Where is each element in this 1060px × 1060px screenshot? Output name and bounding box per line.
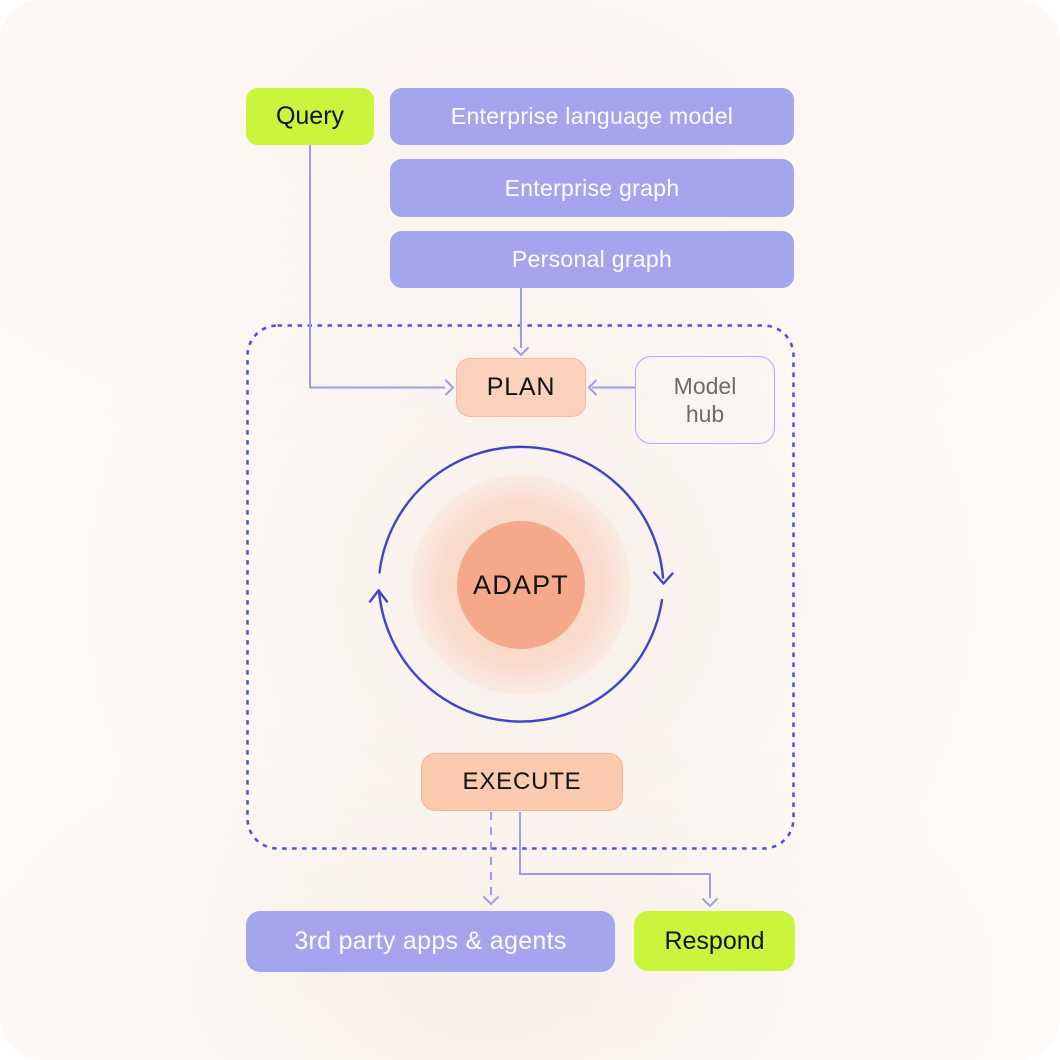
node-respond: Respond xyxy=(634,911,795,971)
arrow-execute-to-third-party xyxy=(482,812,500,906)
node-adapt-label: ADAPT xyxy=(472,569,570,600)
node-enterprise-graph: Enterprise graph xyxy=(390,159,794,217)
node-execute-label: EXECUTE xyxy=(462,768,582,795)
arrow-model-hub-to-plan xyxy=(587,379,635,396)
node-plan-label: PLAN xyxy=(486,373,556,401)
node-model-hub-label: Model hub xyxy=(673,372,737,427)
arrow-query-to-plan xyxy=(309,144,455,396)
node-personal-graph-label: Personal graph xyxy=(511,246,673,272)
adapt-cycle-arrows-icon xyxy=(368,445,674,723)
node-third-party-apps-label: 3rd party apps & agents xyxy=(294,927,567,955)
node-query: Query xyxy=(246,88,374,145)
node-model-hub: Model hub xyxy=(635,356,775,444)
node-enterprise-language-model-label: Enterprise language model xyxy=(450,103,734,129)
arrow-execute-to-respond xyxy=(519,812,719,908)
node-personal-graph: Personal graph xyxy=(390,231,794,288)
arrow-personal-graph-to-plan xyxy=(512,288,530,357)
node-third-party-apps: 3rd party apps & agents xyxy=(246,911,615,972)
node-enterprise-graph-label: Enterprise graph xyxy=(504,174,680,201)
node-query-label: Query xyxy=(275,102,345,130)
node-plan: PLAN xyxy=(456,358,586,417)
node-adapt: ADAPT xyxy=(457,521,585,649)
node-respond-label: Respond xyxy=(664,926,765,955)
node-enterprise-language-model: Enterprise language model xyxy=(390,88,794,145)
node-execute: EXECUTE xyxy=(421,753,623,811)
